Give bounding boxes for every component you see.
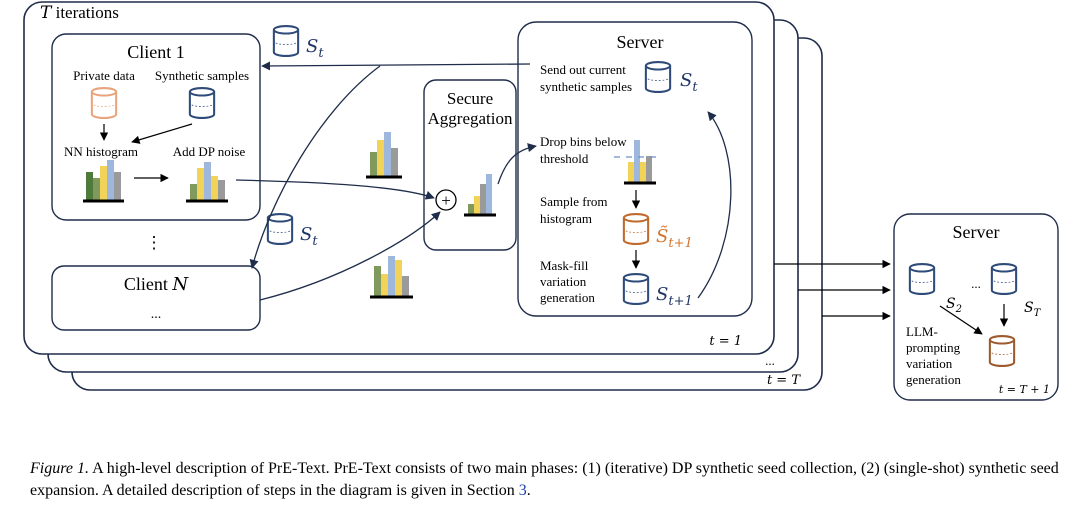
- sT-label: ST: [1024, 300, 1042, 319]
- broadcast-db-icon-mid: [266, 213, 294, 245]
- iterations-title: T iterations: [40, 3, 119, 23]
- noised-histogram-icon: [186, 162, 228, 203]
- final-server-title: Server: [953, 222, 1000, 242]
- s2-db-icon: [908, 263, 936, 295]
- iteration-ellipsis: ...: [765, 353, 775, 368]
- sampled-db-icon: [622, 213, 650, 245]
- sampled-s-tilde-label: S̃t+1: [656, 225, 693, 251]
- caption-text: A high-level description of PrE-Text. Pr…: [30, 460, 1059, 499]
- aggregated-histogram-icon: [464, 174, 496, 217]
- caption-section-ref[interactable]: 3: [518, 482, 527, 499]
- llm-label-2: prompting: [906, 340, 961, 355]
- drop-bins-label-1: Drop bins below: [540, 134, 627, 149]
- broadcast-st-label-top: St: [306, 36, 324, 61]
- mask-fill-label-2: variation: [540, 274, 587, 289]
- caption-end: .: [526, 482, 531, 499]
- final-server-ellipsis: ...: [971, 276, 981, 291]
- client1-upload-histogram-icon: [366, 132, 402, 179]
- client-1-title: Client 1: [127, 42, 185, 62]
- llm-label-3: variation: [906, 356, 953, 371]
- st-db-icon: [990, 263, 1018, 295]
- figure-caption: Figure 1. A high-level description of Pr…: [30, 458, 1060, 502]
- llm-label-1: LLM-: [906, 324, 938, 339]
- drop-bins-label-2: threshold: [540, 151, 589, 166]
- sample-label-1: Sample from: [540, 194, 608, 209]
- nn-histogram-label: NN histogram: [64, 144, 138, 159]
- aggregation-plus-sign: +: [441, 191, 451, 210]
- next-samples-st1-label: St+1: [656, 284, 693, 309]
- aggregation-to-server-arrow: [497, 143, 537, 185]
- server-title: Server: [617, 32, 664, 52]
- iteration-1-label: t = 1: [709, 334, 742, 349]
- mask-fill-label-1: Mask-fill: [540, 258, 589, 273]
- broadcast-st-label-mid: St: [300, 224, 318, 249]
- loop-back-arrow: [697, 111, 732, 299]
- client-n-title: Client N: [124, 274, 190, 295]
- clientn-to-aggregation-arrow: [259, 211, 441, 301]
- private-data-label: Private data: [73, 68, 135, 83]
- mask-fill-label-3: generation: [540, 290, 595, 305]
- aggregation-plus-icon: [435, 189, 457, 211]
- thresholded-histogram-icon: [614, 140, 658, 185]
- add-dp-noise-label: Add DP noise: [173, 144, 246, 159]
- sample-label-2: histogram: [540, 211, 592, 226]
- iteration-t-label: t = T: [767, 373, 801, 388]
- send-to-client1-arrow: [261, 61, 531, 71]
- synthetic-to-hist-arrow: [131, 123, 193, 144]
- s2-label: S2: [946, 296, 962, 315]
- next-samples-db-icon: [622, 273, 650, 305]
- llm-label-4: generation: [906, 372, 961, 387]
- secure-aggregation-title-1: Secure: [447, 89, 493, 108]
- secure-aggregation-title-2: Aggregation: [428, 109, 513, 128]
- final-iteration-label: t = T + 1: [999, 383, 1050, 396]
- expanded-db-icon: [988, 335, 1016, 367]
- final-server-box: [893, 213, 1059, 401]
- send-out-label-1: Send out current: [540, 62, 626, 77]
- clients-ellipsis: ⋮: [146, 233, 163, 252]
- s2-to-expanded-arrow: [939, 305, 983, 335]
- broadcast-db-icon-top: [272, 25, 300, 57]
- caption-lead: Figure 1.: [30, 460, 89, 477]
- client-n-box: [51, 265, 261, 331]
- current-samples-st-label: St: [680, 70, 698, 95]
- nn-histogram-icon: [83, 160, 124, 203]
- client1-to-aggregation-arrow: [235, 179, 435, 200]
- send-out-label-2: synthetic samples: [540, 79, 632, 94]
- private-data-db-icon: [90, 87, 118, 119]
- synthetic-samples-db-icon: [188, 87, 216, 119]
- clientn-upload-histogram-icon: [370, 256, 413, 299]
- current-samples-db-icon: [644, 61, 672, 93]
- client-n-ellipsis: ...: [151, 307, 162, 322]
- send-to-clientn-arrow: [249, 65, 381, 269]
- synthetic-samples-label: Synthetic samples: [155, 68, 249, 83]
